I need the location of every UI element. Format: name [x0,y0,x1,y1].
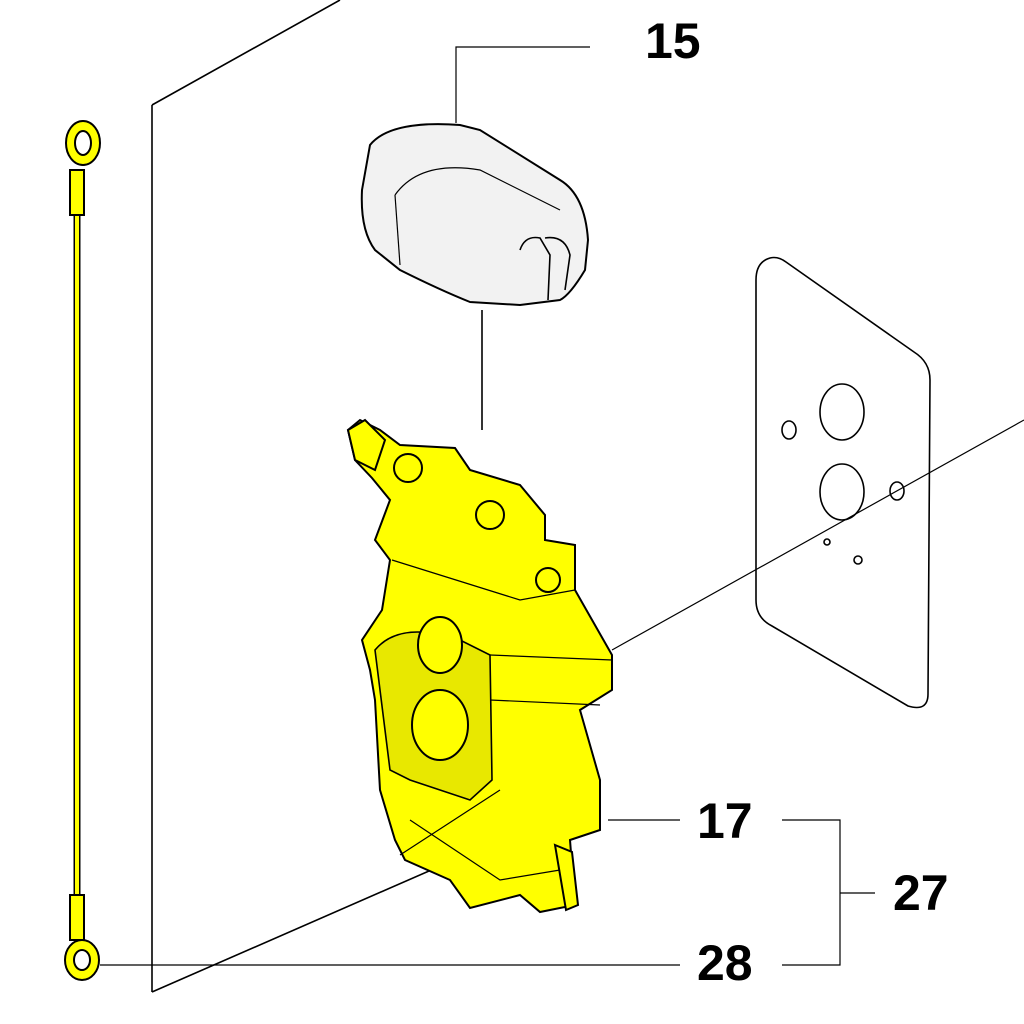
carburetor[interactable] [346,418,613,914]
callout-17[interactable]: 17 [697,793,753,849]
callout-leaders [100,46,875,966]
callout-15[interactable]: 15 [645,13,701,69]
callout-27[interactable]: 27 [893,865,949,921]
leader-line-wire [399,789,501,856]
ground-wire[interactable] [64,120,101,981]
gasket[interactable] [755,256,931,709]
leader-line-gasket [611,419,1024,651]
carburetor-cap[interactable] [360,123,590,307]
callout-28[interactable]: 28 [697,935,753,991]
